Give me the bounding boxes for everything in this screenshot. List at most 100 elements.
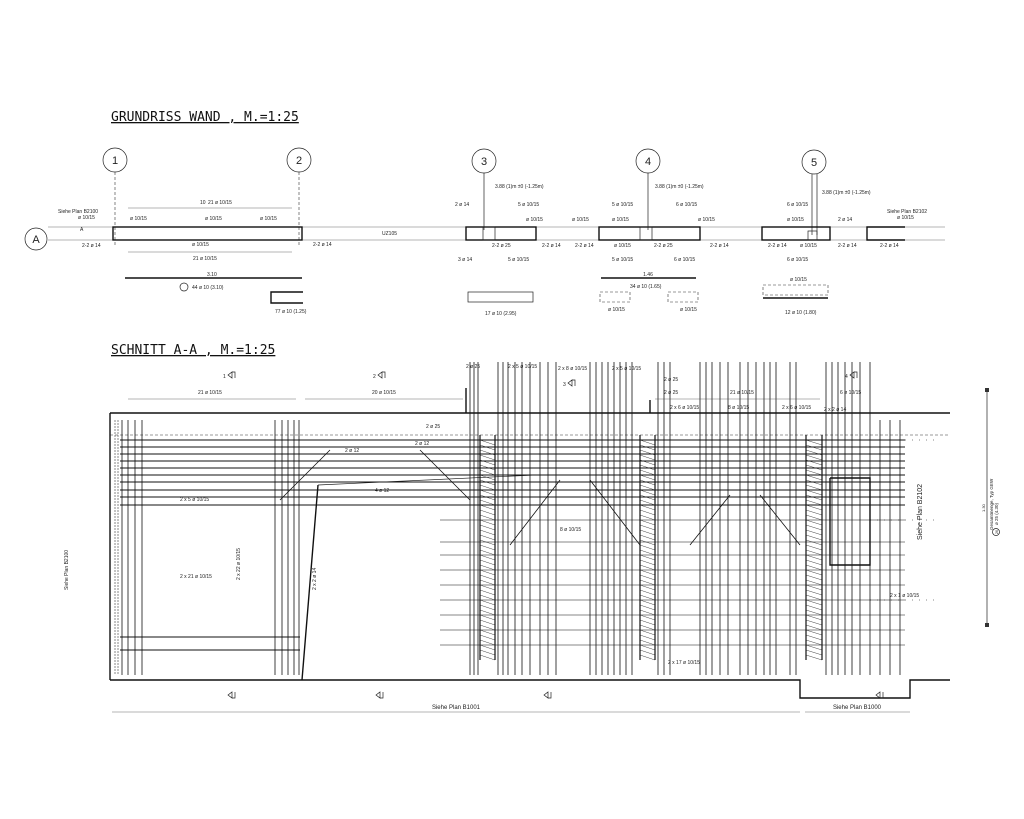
column-hatch [479,499,496,506]
svg-text:6 ø 10/15: 6 ø 10/15 [787,202,808,208]
column-hatch [479,514,496,521]
svg-text:3.88 (1)m ±0 (-1.25m): 3.88 (1)m ±0 (-1.25m) [655,184,704,190]
column-hatch [805,479,823,486]
column-hatch [805,574,823,581]
column-hatch [639,454,656,461]
svg-text:8 ø 10/15: 8 ø 10/15 [560,527,581,533]
column-hatch [805,654,823,661]
svg-text:ø 25 (4.30): ø 25 (4.30) [994,502,999,525]
svg-text:2 ø 14: 2 ø 14 [455,202,469,208]
svg-text:ø 10/15: ø 10/15 [897,215,914,221]
column-hatch [479,529,496,536]
column-hatch [639,549,656,556]
column-hatch [639,499,656,506]
column-hatch [639,594,656,601]
column-hatch [805,584,823,591]
column-hatch [639,649,656,656]
svg-text:6 ø 10/15: 6 ø 10/15 [674,257,695,263]
column-hatch [479,649,496,656]
svg-text:21 ø 10/15: 21 ø 10/15 [193,256,217,262]
section-marker-label: A [80,227,84,233]
column-hatch [639,504,656,511]
column-hatch [639,564,656,571]
svg-text:2 ø 12: 2 ø 12 [415,441,429,447]
svg-text:ø 10/15: ø 10/15 [614,243,631,249]
column-hatch [479,459,496,466]
column-hatch [805,449,823,456]
axis-label: 3 [481,156,487,168]
column-hatch [639,449,656,456]
column-hatch [805,589,823,596]
svg-text:2 x 1 ø 10/15: 2 x 1 ø 10/15 [890,593,919,599]
column-hatch [479,639,496,646]
svg-text:ø 10/15: ø 10/15 [526,217,543,223]
column-hatch [639,529,656,536]
column-hatch [805,504,823,511]
svg-text:1.46: 1.46 [643,272,653,278]
svg-text:2-2 ø 14: 2-2 ø 14 [542,243,561,249]
column-hatch [639,654,656,661]
column-hatch [805,519,823,526]
column-hatch [479,629,496,636]
svg-text:2 x 8 ø 10/15: 2 x 8 ø 10/15 [558,366,587,372]
column-hatch [479,644,496,651]
svg-text:2-2 ø 25: 2-2 ø 25 [492,243,511,249]
diagonal-bar [279,449,331,501]
svg-text:2 x 6 ø 10/15: 2 x 6 ø 10/15 [782,405,811,411]
column-hatch [805,624,823,631]
column-hatch [479,604,496,611]
section-title: SCHNITT A-A , M.=1:25 [111,343,275,358]
axis-label: 5 [811,157,817,169]
svg-text:2 ø 25: 2 ø 25 [664,377,678,383]
column-hatch [805,444,823,451]
column-hatch [805,609,823,616]
column-hatch [639,534,656,541]
diagonal-bar [589,479,641,546]
column-hatch [639,609,656,616]
svg-text:Gesamtmenge, Typ GEW: Gesamtmenge, Typ GEW [989,478,994,530]
column-hatch [639,629,656,636]
svg-text:Siehe Plan B1001: Siehe Plan B1001 [432,705,481,711]
column-hatch [479,574,496,581]
column-hatch [639,569,656,576]
axis-label: 1 [112,155,118,167]
axis-3: 3 [471,148,497,230]
column-hatch [805,514,823,521]
column-hatch [479,654,496,661]
svg-text:4: 4 [845,374,848,380]
svg-text:5 ø 10/15: 5 ø 10/15 [518,202,539,208]
svg-text:2 x 5 ø 10/15: 2 x 5 ø 10/15 [612,366,641,372]
column-hatch [479,624,496,631]
column-hatch [639,614,656,621]
svg-text:20 ø 10/15: 20 ø 10/15 [372,390,396,396]
plan-title: GRUNDRISS WAND , M.=1:25 [111,110,299,125]
svg-text:Siehe Plan B2100: Siehe Plan B2100 [64,550,70,590]
svg-text:2-2 ø 14: 2-2 ø 14 [880,243,899,249]
column-hatch [805,644,823,651]
axis-5: 5 [801,149,827,235]
column-hatch [805,604,823,611]
column-hatch [805,494,823,501]
column-hatch [805,619,823,626]
section-labels: 21 ø 10/15 20 ø 10/15 2 ø 25 2 x 5 ø 10/… [64,364,924,713]
column-hatch [805,489,823,496]
diagonal-bar [419,449,471,501]
column-hatch [479,549,496,556]
svg-text:17 ø 10 (2.95): 17 ø 10 (2.95) [485,311,517,317]
svg-text:3 ø 14: 3 ø 14 [458,257,472,263]
svg-text:3.88 (1)m ±0 (-1.25m): 3.88 (1)m ±0 (-1.25m) [495,184,544,190]
column-hatch [639,554,656,561]
svg-text:2 ø 25: 2 ø 25 [426,424,440,430]
axis-markers: 1 2 3 4 5 A [24,147,827,251]
column-hatch [639,574,656,581]
svg-text:6 ø 10/15: 6 ø 10/15 [787,257,808,263]
column-hatch [479,439,496,446]
svg-text:2 x 17 ø 10/15: 2 x 17 ø 10/15 [668,660,700,666]
svg-text:ø 10/15: ø 10/15 [192,242,209,248]
diagonal-bar [759,494,801,546]
svg-text:ø 10/15: ø 10/15 [612,217,629,223]
svg-text:2-2 ø 14: 2-2 ø 14 [82,243,101,249]
svg-text:ø 10/15: ø 10/15 [800,243,817,249]
svg-text:2 ø 25: 2 ø 25 [664,390,678,396]
